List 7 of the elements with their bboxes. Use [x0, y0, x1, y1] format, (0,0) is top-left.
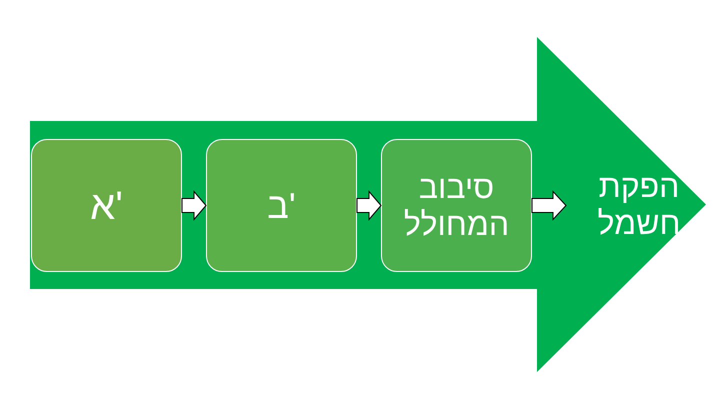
block-arrow: [182, 190, 207, 221]
block-arrow: [532, 190, 567, 221]
process-box: סיבוב המחולל: [381, 139, 532, 272]
block-arrow: [356, 190, 382, 221]
process-box: ב': [206, 139, 357, 272]
arrow-text: הפקת חשמל: [596, 168, 682, 242]
process-box: א': [31, 139, 182, 272]
